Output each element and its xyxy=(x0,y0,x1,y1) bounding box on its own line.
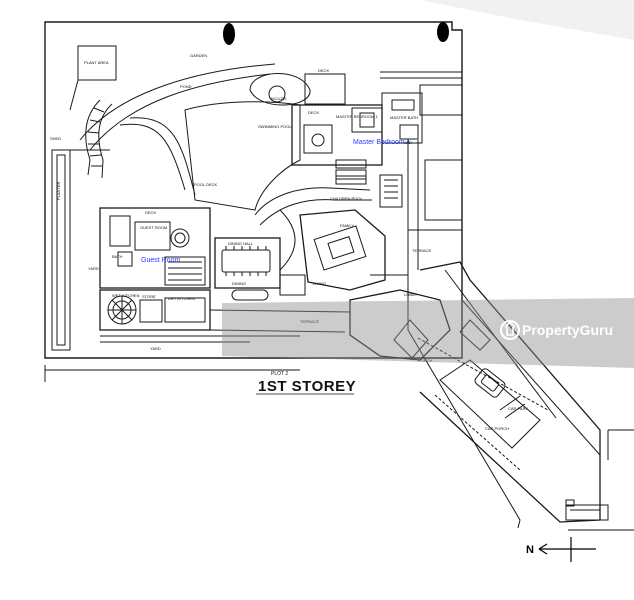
label-guest-room-caps: GUEST ROOM xyxy=(140,225,167,230)
watermark: PropertyGuru xyxy=(222,298,634,368)
label-deck-left: DECK xyxy=(145,210,156,215)
label-car-porch: CAR PORCH xyxy=(485,426,509,431)
label-dry-kitchen: DRY KITCHEN xyxy=(168,296,195,301)
label-family: FAMILY xyxy=(340,223,354,228)
label-swimming-pool: SWIMMING POOL xyxy=(258,124,292,129)
label-living: LIVING xyxy=(313,281,326,286)
label-master-bedroom-1: Master Bedroom 1 xyxy=(353,139,411,146)
watermark-text: PropertyGuru xyxy=(522,322,613,338)
label-yard-left: YARD xyxy=(88,266,99,271)
label-master-bedroom-1-text: Master Bedroom 1 xyxy=(353,139,411,146)
compass-letter: N xyxy=(526,544,534,556)
label-dining-hall: DINING HALL xyxy=(228,241,254,246)
north-arrow-icon: N xyxy=(526,537,596,562)
label-store: STORE xyxy=(142,294,156,299)
label-bath: BATH xyxy=(112,254,122,259)
label-porch: PORCH xyxy=(418,358,433,363)
label-plant-area: PLANT AREA xyxy=(84,60,109,65)
label-lobby: LOBBY xyxy=(404,292,418,297)
plan-lines xyxy=(44,21,634,531)
label-terrace-right: TERRACE xyxy=(412,248,431,253)
label-yard: YARD xyxy=(150,346,161,351)
label-planter: PLANTER xyxy=(56,181,61,200)
label-wet-kitchen: WET KITCHEN xyxy=(112,293,140,298)
label-jacuzzi: JACUZZI xyxy=(270,96,286,101)
label-dining: DINING xyxy=(232,281,246,286)
label-garden: GARDEN xyxy=(190,53,207,58)
label-deck-right: DECK xyxy=(308,110,319,115)
label-master-bedroom-caps: MASTER BEDROOM 1 xyxy=(336,114,379,119)
label-pond: POND xyxy=(180,84,192,89)
label-childrens-pool: CHILDREN POOL xyxy=(330,196,363,201)
label-deck-top: DECK xyxy=(318,68,329,73)
label-terrace: TERRACE xyxy=(300,319,319,324)
label-shed: SHED xyxy=(50,136,61,141)
label-car-park: CAR PARK xyxy=(508,406,528,411)
storey-title: 1ST STOREY xyxy=(258,378,356,395)
label-master-bath: MASTER BATH xyxy=(390,115,418,120)
label-guest-room: Guest Room xyxy=(141,257,180,264)
label-wardrobe: WIR xyxy=(404,140,412,145)
label-pool-deck: POOL DECK xyxy=(194,182,218,187)
plot-label: PLOT 2 xyxy=(271,371,288,377)
tree-icons xyxy=(223,22,449,45)
